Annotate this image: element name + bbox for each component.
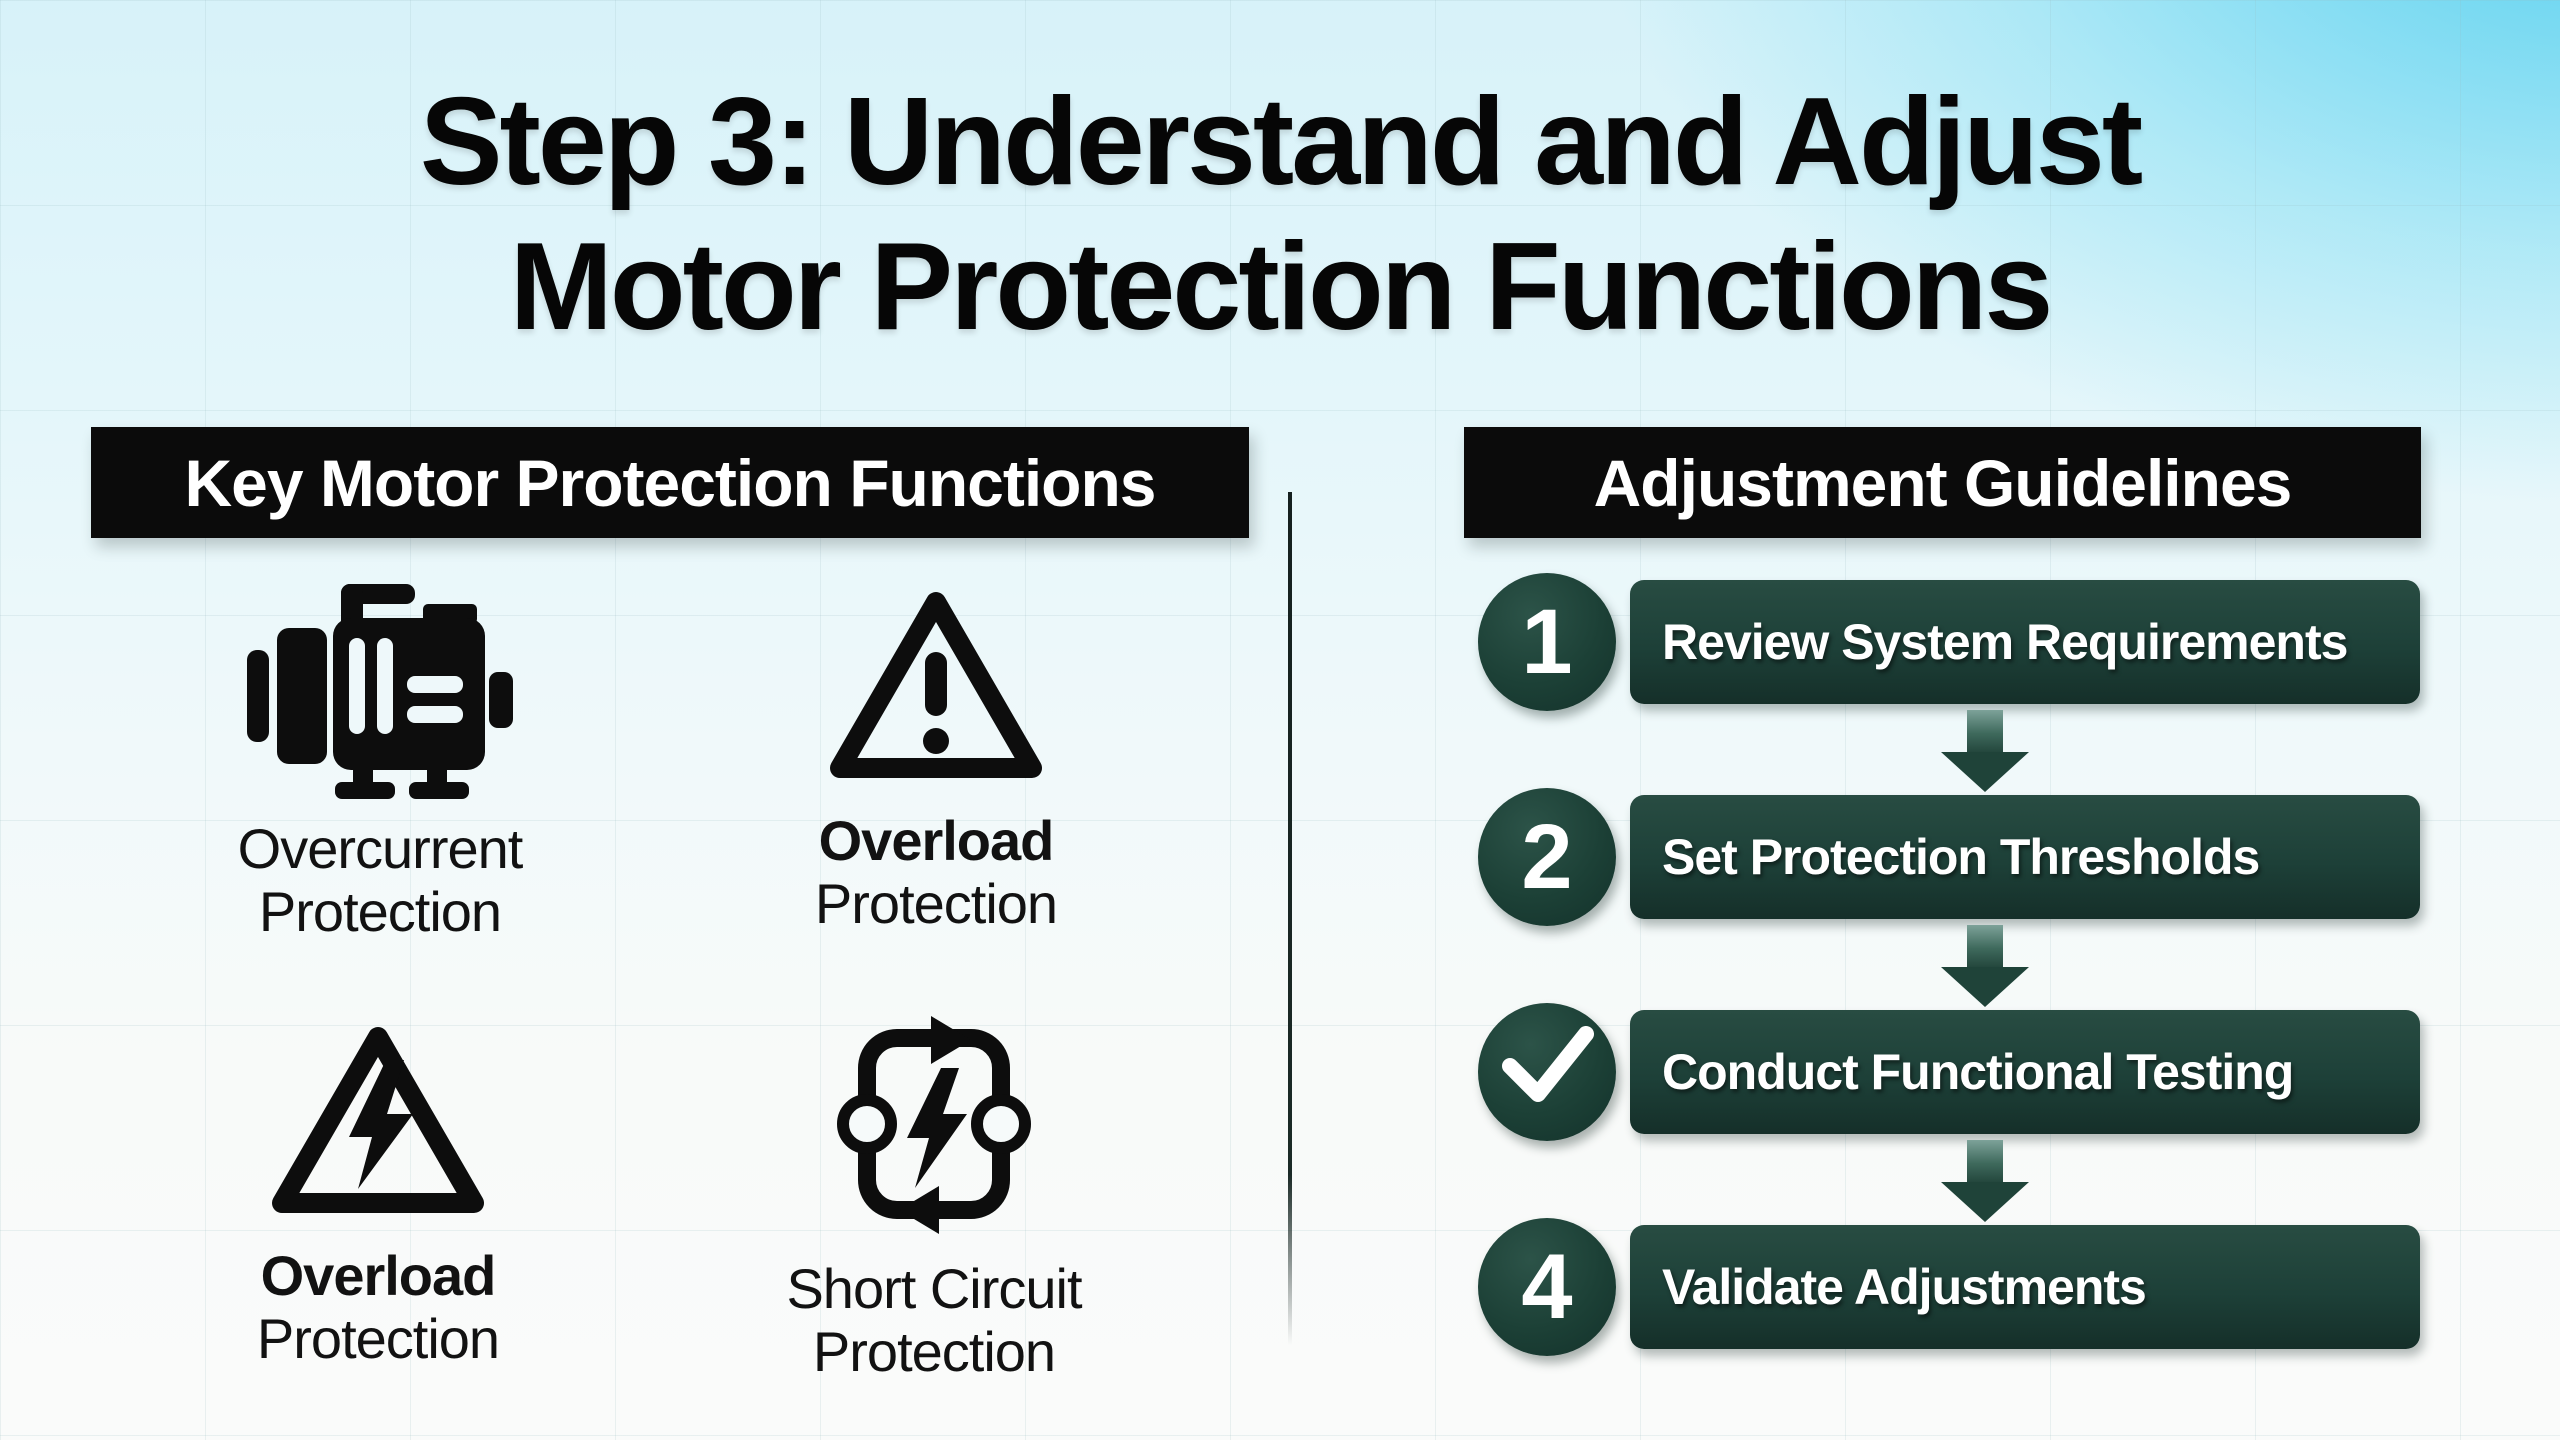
protection-item-label: Overload Protection — [814, 809, 1058, 935]
down-arrow-icon — [1941, 925, 2029, 1007]
step-2-number-badge: 2 — [1478, 788, 1616, 926]
step-4-label: Validate Adjustments — [1662, 1259, 2147, 1315]
step-2-number: 2 — [1521, 805, 1573, 908]
step-2-bar: Set Protection Thresholds — [1630, 795, 2420, 919]
down-arrow-icon — [1941, 710, 2029, 792]
step-1-number-badge: 1 — [1478, 573, 1616, 711]
protection-item-label-line1: Short Circuit — [786, 1257, 1082, 1320]
protection-item-label: Overcurrent Protection — [237, 817, 524, 943]
protection-item-overload-voltage: Overload Protection — [148, 1015, 608, 1370]
right-section-header-label: Adjustment Guidelines — [1593, 445, 2293, 520]
protection-item-label-line2: Protection — [814, 872, 1058, 935]
vertical-divider — [1288, 492, 1292, 1345]
protection-item-overload-warning: Overload Protection — [706, 580, 1166, 935]
step-2-label: Set Protection Thresholds — [1662, 829, 2260, 885]
protection-item-label-line1: Overload — [260, 1244, 497, 1307]
protection-item-label-line2: Protection — [258, 880, 502, 943]
step-3-label: Conduct Functional Testing — [1662, 1044, 2294, 1100]
left-section-header-label: Key Motor Protection Functions — [184, 445, 1156, 520]
step-1-label: Review System Requirements — [1662, 614, 2348, 670]
protection-item-label: Overload Protection — [256, 1244, 500, 1370]
step-1-bar: Review System Requirements — [1630, 580, 2420, 704]
step-1-number: 1 — [1521, 590, 1573, 693]
step-4-bar: Validate Adjustments — [1630, 1225, 2420, 1349]
protection-item-label-line2: Protection — [812, 1320, 1056, 1383]
left-section-header: Key Motor Protection Functions — [91, 427, 1249, 538]
step-3-bar: Conduct Functional Testing — [1630, 1010, 2420, 1134]
check-icon — [1478, 992, 1616, 1152]
protection-item-label-line2: Protection — [256, 1307, 500, 1370]
step-4-number: 4 — [1521, 1235, 1573, 1338]
protection-item-short-circuit: Short Circuit Protection — [704, 1008, 1164, 1383]
protection-item-label-line1: Overload — [818, 809, 1055, 872]
down-arrow-icon — [1941, 1140, 2029, 1222]
high-voltage-triangle-icon — [261, 1015, 496, 1230]
warning-triangle-icon — [819, 580, 1054, 795]
short-circuit-icon — [819, 1008, 1049, 1243]
protection-item-overcurrent: Overcurrent Protection — [150, 578, 610, 943]
page-title-line1: Step 3: Understand and Adjust — [419, 73, 2143, 211]
page-title-line2: Motor Protection Functions — [509, 218, 2054, 356]
step-4-number-badge: 4 — [1478, 1218, 1616, 1356]
page-title: Step 3: Understand and Adjust Motor Prot… — [0, 70, 2560, 360]
right-section-header: Adjustment Guidelines — [1464, 427, 2421, 538]
step-3-check-badge — [1478, 1003, 1616, 1141]
protection-item-label-line1: Overcurrent — [237, 817, 524, 880]
protection-item-label: Short Circuit Protection — [786, 1257, 1082, 1383]
motor-icon — [245, 578, 515, 803]
